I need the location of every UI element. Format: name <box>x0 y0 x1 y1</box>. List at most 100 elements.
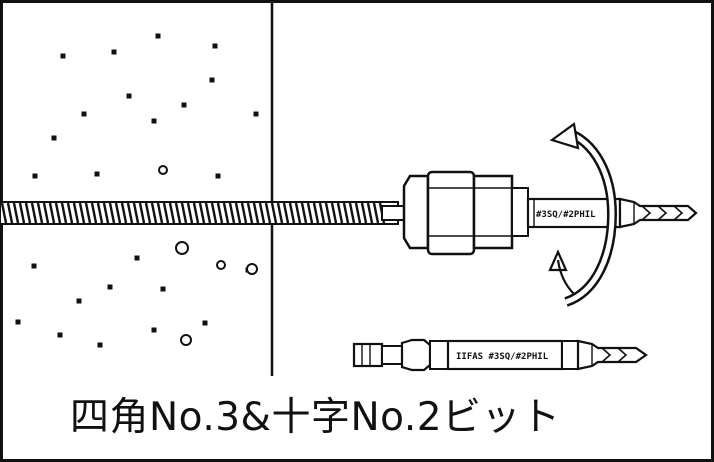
aggregate-dot <box>212 43 218 49</box>
screw-thread <box>126 202 134 224</box>
aggregate-dot <box>76 298 82 304</box>
aggregate-pebble <box>246 263 258 275</box>
aggregate-dot <box>126 93 132 99</box>
screw-thread <box>144 202 152 224</box>
screw-thread <box>114 202 122 224</box>
screw-thread <box>162 202 170 224</box>
diagram-caption: 四角No.3&十字No.2ビット <box>70 395 561 440</box>
concrete-aggregate <box>15 33 259 348</box>
screw-thread <box>48 202 56 224</box>
screw-thread <box>240 202 248 224</box>
screw-thread <box>138 202 146 224</box>
screw-thread <box>312 202 320 224</box>
hex-nut-socket <box>402 170 529 256</box>
screw-thread <box>222 202 230 224</box>
rotation-arrow <box>548 122 618 307</box>
aggregate-pebble <box>216 260 226 270</box>
screw-thread <box>132 202 140 224</box>
screw-thread <box>186 202 194 224</box>
phillips-tip <box>618 197 698 229</box>
aggregate-dot <box>81 111 87 117</box>
screw-thread <box>156 202 164 224</box>
screw-thread <box>354 202 362 224</box>
screw-thread <box>18 202 26 224</box>
screw-thread <box>216 202 224 224</box>
screw-thread <box>168 202 176 224</box>
screw-thread <box>246 202 254 224</box>
screw-thread <box>198 202 206 224</box>
screw-thread <box>228 202 236 224</box>
screw-thread <box>24 202 32 224</box>
screw-thread <box>330 202 338 224</box>
aggregate-dot <box>209 77 215 83</box>
aggregate-pebble <box>158 165 168 175</box>
screw-end <box>381 205 405 221</box>
screw-thread <box>288 202 296 224</box>
screw-thread <box>72 202 80 224</box>
screw-thread <box>42 202 50 224</box>
aggregate-pebble <box>175 241 189 255</box>
screw-thread <box>324 202 332 224</box>
aggregate-dot <box>155 33 161 39</box>
screw-thread <box>318 202 326 224</box>
aggregate-dot <box>202 320 208 326</box>
aggregate-dot <box>181 102 187 108</box>
aggregate-pebble <box>180 334 192 346</box>
screw-thread <box>60 202 68 224</box>
screw-thread <box>120 202 128 224</box>
screw-thread <box>264 202 272 224</box>
aggregate-dot <box>60 53 66 59</box>
screw-thread <box>180 202 188 224</box>
screw-thread <box>108 202 116 224</box>
installed-driver-bit: #3SQ/#2PHIL <box>526 197 698 229</box>
screw-thread <box>342 202 350 224</box>
screw-thread <box>300 202 308 224</box>
aggregate-dot <box>134 255 140 261</box>
screw-thread <box>210 202 218 224</box>
screw-thread <box>306 202 314 224</box>
screw-thread <box>90 202 98 224</box>
threaded-screw <box>0 201 405 225</box>
spare-driver-bit: IIFAS #3SQ/#2PHIL <box>352 338 648 372</box>
screw-thread <box>84 202 92 224</box>
screw-thread <box>348 202 356 224</box>
screw-thread <box>66 202 74 224</box>
screw-thread <box>252 202 260 224</box>
screw-thread <box>30 202 38 224</box>
screw-thread <box>150 202 158 224</box>
aggregate-dot <box>97 342 103 348</box>
screw-thread <box>360 202 368 224</box>
screw-thread <box>54 202 62 224</box>
aggregate-dot <box>15 319 21 325</box>
aggregate-dot <box>57 332 63 338</box>
aggregate-dot <box>151 327 157 333</box>
aggregate-dot <box>107 284 113 290</box>
screw-thread <box>276 202 284 224</box>
aggregate-dot <box>94 171 100 177</box>
screw-thread <box>270 202 278 224</box>
aggregate-dot <box>215 173 221 179</box>
screw-thread <box>282 202 290 224</box>
aggregate-dot <box>151 118 157 124</box>
screw-thread <box>258 202 266 224</box>
aggregate-dot <box>111 49 117 55</box>
aggregate-dot <box>32 173 38 179</box>
aggregate-dot <box>31 263 37 269</box>
screw-thread <box>204 202 212 224</box>
screw-thread <box>372 202 380 224</box>
aggregate-dot <box>51 135 57 141</box>
screw-thread <box>36 202 44 224</box>
screw-thread <box>12 202 20 224</box>
screw-thread <box>6 202 14 224</box>
screw-thread <box>0 202 8 224</box>
screw-thread <box>96 202 104 224</box>
aggregate-dot <box>253 111 259 117</box>
installed-bit-marking: #3SQ/#2PHIL <box>536 210 596 220</box>
screw-thread <box>78 202 86 224</box>
screw-thread <box>174 202 182 224</box>
screw-thread <box>192 202 200 224</box>
screw-thread <box>336 202 344 224</box>
